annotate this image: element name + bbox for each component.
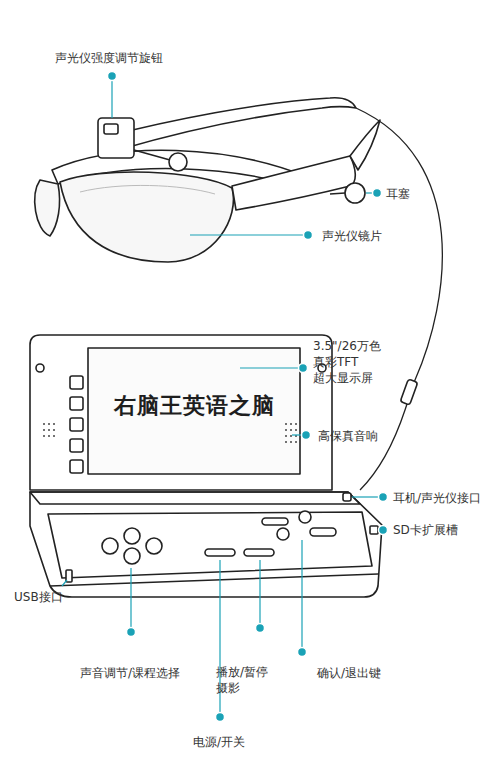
illustration-part (111, 80, 112, 118)
jack (343, 493, 351, 501)
sd-slot (370, 526, 378, 534)
earbud-wire (330, 193, 345, 194)
illustration-part (352, 496, 382, 497)
earbud-far-wire (134, 150, 170, 160)
key (277, 528, 289, 540)
illustration-part (43, 429, 45, 431)
icon (70, 439, 83, 452)
callout-label: 声光仪强度调节旋钮 (55, 50, 163, 66)
illustration-part (216, 713, 225, 722)
icon (70, 376, 83, 389)
icon (70, 397, 83, 410)
callout-label: SD卡扩展槽 (393, 522, 458, 538)
callout-label: 耳机/声光仪接口 (393, 490, 481, 506)
base (30, 492, 382, 597)
lid-hole (36, 364, 44, 372)
earbud-far (169, 153, 187, 171)
illustration-part (298, 648, 307, 657)
ok-key (310, 528, 336, 536)
illustration-part (373, 189, 382, 198)
key-plate (48, 512, 372, 578)
speaker-grille (43, 423, 297, 443)
callout-label: 电源/开关 (193, 734, 245, 750)
illustration-part (302, 431, 311, 440)
glasses (35, 98, 443, 490)
illustration-part (43, 423, 45, 425)
knob (104, 124, 118, 134)
icon (70, 460, 83, 473)
illustration-part (127, 628, 136, 637)
earbud (345, 183, 365, 203)
dpad (124, 548, 140, 564)
illustration-part (62, 580, 67, 586)
callout-label: USB接口 (14, 589, 63, 605)
leaders (62, 80, 383, 717)
illustration-part (240, 367, 303, 368)
illustration-part (295, 441, 297, 443)
callout-label: 声光仪镜片 (322, 228, 382, 244)
illustration-part (48, 423, 50, 425)
lens-shine (80, 185, 215, 194)
illustration-part (285, 423, 287, 425)
play-key (244, 549, 274, 556)
illustration-part (190, 234, 308, 235)
illustration-part (256, 624, 265, 633)
illustration-part (299, 364, 308, 373)
illustration-part (379, 493, 388, 502)
illustration-part (48, 435, 50, 437)
callout-label: 3.5"/26万色 真彩TFT 超大显示屏 (313, 338, 395, 386)
callout-label: 声音调节/课程选择 (80, 665, 180, 681)
illustration-part (301, 540, 302, 652)
illustration-part (53, 423, 55, 425)
ear-tip (350, 120, 380, 170)
key (262, 518, 288, 525)
callout-label: 高保真音响 (318, 428, 378, 444)
dpad (102, 538, 118, 554)
screen-logo: 右脑王英语之脑 (114, 393, 275, 419)
illustration-part (295, 423, 297, 425)
illustration-part (48, 429, 50, 431)
near-temple (232, 156, 355, 210)
leader-dots (108, 72, 388, 722)
far-temple (100, 98, 356, 150)
illustration-part (285, 441, 287, 443)
icon (70, 418, 83, 431)
illustration-part (290, 435, 292, 437)
illustration-part (290, 441, 292, 443)
callout-label: 耳塞 (386, 186, 410, 202)
callout-label: 确认/退出键 (317, 665, 381, 681)
illustration-part (43, 435, 45, 437)
key (299, 511, 311, 523)
callout-label: 播放/暂停 摄影 (216, 664, 278, 696)
screen (88, 348, 300, 474)
hinge (30, 492, 360, 504)
illustration-part (53, 435, 55, 437)
illustration-part (285, 435, 287, 437)
illustration-part (259, 560, 260, 628)
power-key (205, 549, 235, 556)
lens (60, 172, 233, 262)
lens-far (35, 180, 60, 236)
illustration-part (379, 526, 388, 535)
front-edge (50, 574, 378, 586)
illustration-part (285, 429, 287, 431)
lid (30, 335, 332, 490)
dpad (124, 528, 140, 544)
illustration-part (53, 429, 55, 431)
illustration-part (290, 429, 292, 431)
illustration-part (108, 72, 117, 81)
illustration-part (290, 423, 292, 425)
illustration-part (304, 231, 313, 240)
illustration-part (295, 429, 297, 431)
cable-plug (400, 379, 418, 405)
illustration-part (130, 568, 131, 632)
knob-box (98, 118, 134, 158)
dpad (146, 538, 162, 554)
